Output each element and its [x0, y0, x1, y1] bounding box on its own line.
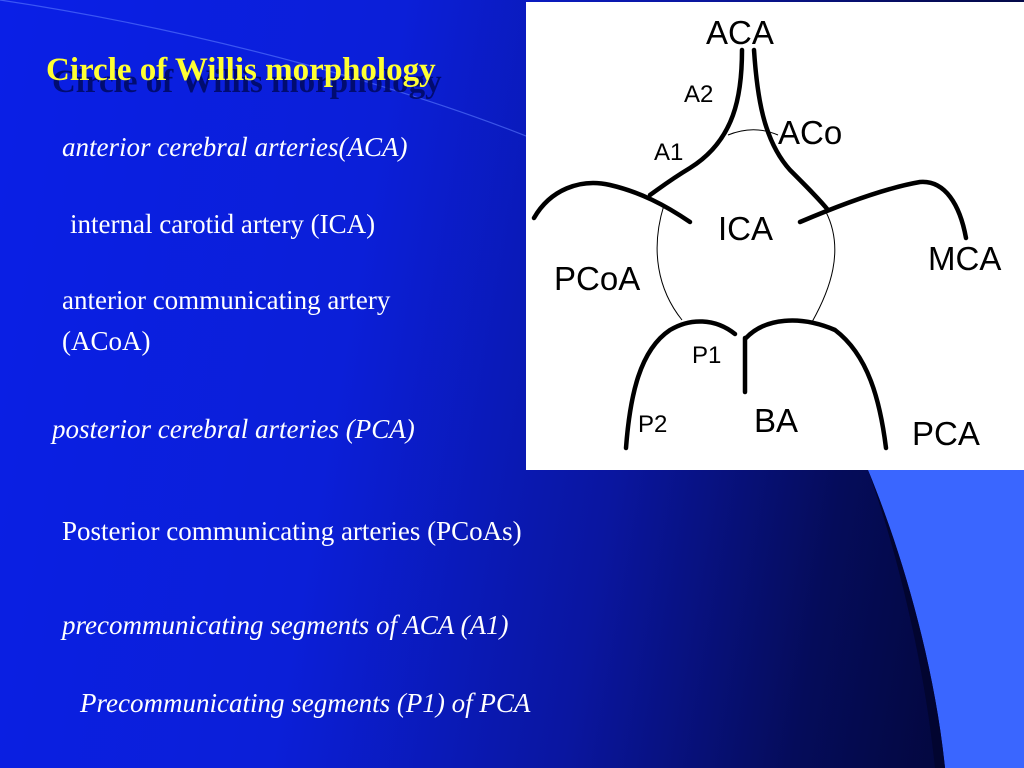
label-p2: P2: [638, 411, 667, 438]
label-aca: ACA: [706, 14, 774, 51]
left-pca-vessel: [623, 319, 738, 451]
label-pcoa: PCoA: [554, 260, 640, 297]
left-aca-vessel: [647, 47, 745, 198]
text-line-acoa-abbrev: (ACoA): [62, 326, 151, 356]
accent-blue-arc: [868, 470, 1024, 768]
label-ba: BA: [754, 402, 798, 439]
right-pca-vessel: [743, 318, 889, 451]
label-pca: PCA: [912, 415, 980, 452]
right-pcom-vessel: [811, 211, 836, 323]
slide-title: Circle of Willis morphology: [46, 52, 436, 88]
thin-decor-arc: [0, 0, 561, 151]
text-line-aca: anterior cerebral arteries(ACA): [62, 132, 408, 162]
right-aca-vessel: [751, 47, 831, 213]
text-line-pca: posterior cerebral arteries (PCA): [52, 414, 415, 444]
slide-title-shadow: Circle of Willis morphology: [52, 64, 442, 100]
text-line-ica: internal carotid artery (ICA): [70, 209, 376, 239]
label-p1: P1: [692, 342, 721, 369]
text-line-acoa: anterior communicating artery: [62, 285, 391, 315]
label-aco: ACo: [778, 114, 842, 151]
diagram-svg: ACA A2 ACo A1 ICA MCA PCoA P1 P2 BA PCA: [531, 14, 1001, 452]
label-ica: ICA: [718, 210, 773, 247]
left-mca-vessel: [531, 180, 693, 225]
text-line-p1: Precommunicating segments (P1) of PCA: [80, 688, 531, 718]
right-mca-vessel: [797, 179, 969, 241]
acom-vessel: [727, 129, 779, 136]
text-line-a1: precommunicating segments of ACA (A1): [62, 610, 509, 640]
label-mca: MCA: [928, 240, 1001, 277]
label-a1: A1: [654, 139, 683, 166]
dark-navy-band: [868, 470, 945, 768]
left-pcom-vessel: [656, 204, 683, 321]
text-line-pcoas: Posterior communicating arteries (PCoAs): [62, 516, 522, 546]
circle-of-willis-diagram: ACA A2 ACo A1 ICA MCA PCoA P1 P2 BA PCA: [526, 2, 1024, 470]
label-a2: A2: [684, 81, 713, 108]
